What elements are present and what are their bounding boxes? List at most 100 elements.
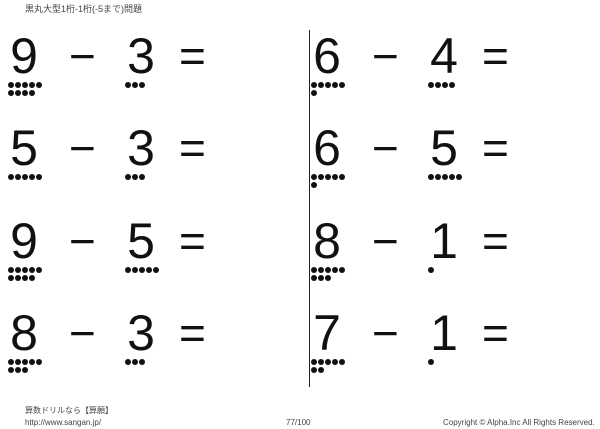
dot-row: [310, 82, 350, 90]
equals-sign: =: [482, 307, 509, 359]
dot: [21, 82, 28, 88]
dot: [14, 359, 21, 365]
dot: [324, 174, 331, 180]
dot-row: [124, 82, 164, 90]
subtraction-problem: 8−3 =: [7, 307, 237, 387]
dot: [7, 367, 14, 373]
footer-url[interactable]: http://www.sangan.jp/: [25, 418, 102, 427]
minus-sign: −: [372, 215, 399, 267]
equals-sign: =: [179, 215, 206, 267]
dot-row: [124, 359, 164, 367]
operand-a: 6: [310, 120, 345, 188]
worksheet-title: 黒丸大型1桁-1桁(-5まで)問題: [25, 4, 143, 14]
operand-digit: 5: [430, 120, 458, 176]
dot: [441, 82, 448, 88]
dot: [7, 359, 14, 365]
dot: [21, 90, 28, 96]
dot: [448, 174, 455, 180]
dot: [324, 82, 331, 88]
dot: [324, 267, 331, 273]
counting-dots: [310, 82, 350, 98]
dot: [28, 359, 35, 365]
equals-sign: =: [179, 30, 206, 82]
counting-dots: [310, 267, 350, 283]
dot: [448, 82, 455, 88]
equals-sign: =: [179, 307, 206, 359]
equals-sign: =: [482, 215, 509, 267]
dot: [138, 359, 145, 365]
dot: [310, 174, 317, 180]
operand-a: 6: [310, 28, 345, 96]
operand-digit: 3: [127, 305, 155, 361]
operand-digit: 1: [430, 213, 458, 269]
counting-dots: [310, 359, 350, 375]
operand-digit: 8: [10, 305, 38, 361]
dot: [7, 82, 14, 88]
dot: [21, 359, 28, 365]
dot: [317, 359, 324, 365]
dot: [35, 267, 42, 273]
minus-sign: −: [69, 30, 96, 82]
dot: [331, 359, 338, 365]
dot: [14, 267, 21, 273]
counting-dots: [427, 359, 467, 367]
dot: [35, 174, 42, 180]
minus-sign: −: [372, 30, 399, 82]
dot-row: [7, 367, 47, 375]
dot-row: [310, 182, 350, 190]
dot: [152, 267, 159, 273]
operand-a: 8: [310, 215, 345, 281]
operand-digit: 1: [430, 305, 458, 361]
operand-b: 4: [427, 30, 461, 88]
dot: [310, 90, 317, 96]
operand-a: 5: [7, 122, 42, 180]
dot: [317, 267, 324, 273]
operand-digit: 6: [313, 28, 341, 84]
dot: [310, 182, 317, 188]
counting-dots: [124, 267, 164, 275]
operand-a: 9: [7, 30, 42, 96]
dot: [131, 174, 138, 180]
dot: [14, 82, 21, 88]
counting-dots: [124, 82, 164, 90]
dot: [28, 267, 35, 273]
operand-digit: 5: [127, 213, 155, 269]
operand-digit: 6: [313, 120, 341, 176]
operand-b: 3: [124, 122, 158, 180]
dot: [131, 267, 138, 273]
dot: [35, 82, 42, 88]
dot: [427, 359, 434, 365]
counting-dots: [310, 174, 350, 190]
dot-row: [7, 174, 47, 182]
counting-dots: [7, 359, 47, 375]
dot: [317, 174, 324, 180]
dot: [14, 275, 21, 281]
operand-b: 5: [124, 213, 159, 273]
dot-row: [7, 275, 47, 283]
subtraction-problem: 6−4 =: [310, 30, 540, 110]
operand-b: 1: [427, 213, 461, 273]
dot: [434, 82, 441, 88]
counting-dots: [427, 267, 467, 275]
dot: [131, 82, 138, 88]
minus-sign: −: [372, 122, 399, 174]
operand-a: 8: [7, 305, 42, 373]
dot: [324, 359, 331, 365]
copyright: Copyright © Alpha.Inc All Rights Reserve…: [443, 418, 595, 427]
dot: [338, 267, 345, 273]
dot: [427, 267, 434, 273]
dot: [14, 174, 21, 180]
dot: [7, 90, 14, 96]
subtraction-problem: 8−1 =: [310, 215, 540, 295]
minus-sign: −: [69, 307, 96, 359]
equals-sign: =: [482, 30, 509, 82]
dot: [138, 82, 145, 88]
dot: [331, 174, 338, 180]
dot-row: [7, 267, 47, 275]
page-number: 77/100: [286, 418, 311, 427]
dot: [138, 174, 145, 180]
dot: [338, 82, 345, 88]
dot: [427, 174, 434, 180]
dot: [310, 82, 317, 88]
dot-row: [310, 367, 350, 375]
